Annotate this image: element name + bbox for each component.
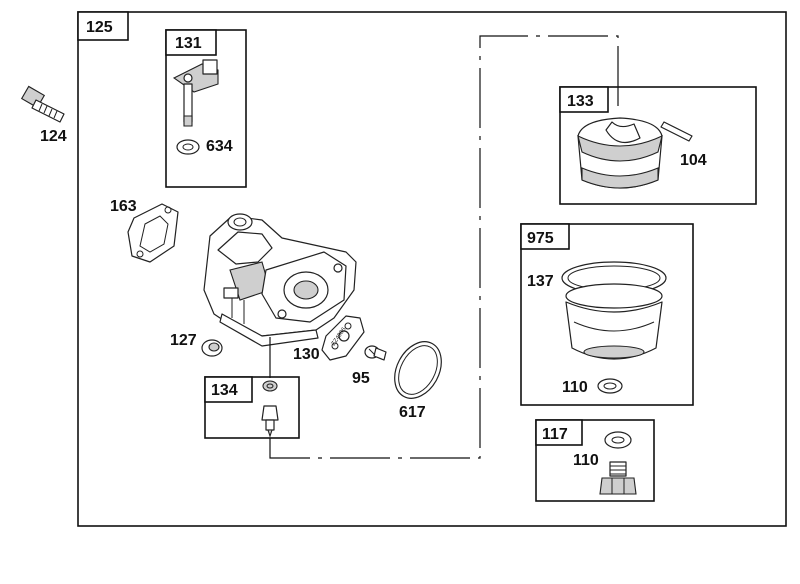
plug-127 bbox=[201, 339, 223, 357]
washer-110-a bbox=[597, 378, 623, 394]
callout-634: 634 bbox=[206, 138, 233, 155]
callout-134: 134 bbox=[211, 382, 238, 399]
bowl-nut-117 bbox=[599, 461, 637, 495]
callout-617: 617 bbox=[399, 404, 426, 421]
callout-124: 124 bbox=[40, 128, 67, 145]
callout-131: 131 bbox=[175, 35, 202, 52]
callout-box-117 bbox=[535, 419, 583, 446]
callout-130: 130 bbox=[293, 346, 320, 363]
assembly-frame-125 bbox=[77, 11, 787, 527]
hinge-pin-104 bbox=[660, 121, 693, 142]
callout-box-134 bbox=[204, 376, 253, 403]
leader-dashed bbox=[269, 35, 619, 459]
callout-163: 163 bbox=[110, 198, 137, 215]
callout-box-125 bbox=[77, 11, 129, 41]
callout-box-975 bbox=[520, 223, 570, 250]
kit-box-975 bbox=[520, 223, 694, 406]
washer-110-b bbox=[604, 431, 632, 449]
float-133 bbox=[577, 117, 663, 189]
callout-104: 104 bbox=[680, 152, 707, 169]
gasket-163 bbox=[127, 203, 179, 263]
callout-117: 117 bbox=[542, 426, 568, 443]
callout-133: 133 bbox=[567, 93, 594, 110]
callout-127: 127 bbox=[170, 332, 197, 349]
kit-box-133 bbox=[559, 86, 757, 205]
float-bowl-137 bbox=[561, 261, 667, 360]
seal-634 bbox=[176, 139, 200, 155]
callout-137: 137 bbox=[527, 273, 554, 290]
kit-box-117 bbox=[535, 419, 655, 502]
callout-110-b: 110 bbox=[573, 452, 599, 469]
callout-95: 95 bbox=[352, 370, 370, 387]
callout-box-131 bbox=[165, 29, 217, 56]
throttle-plate-130: ZZ4906 bbox=[321, 315, 365, 361]
bolt-124 bbox=[20, 85, 65, 123]
callout-975: 975 bbox=[527, 230, 554, 247]
needle-valve-134 bbox=[261, 380, 279, 438]
choke-shaft-131 bbox=[172, 59, 219, 127]
callout-125: 125 bbox=[86, 19, 113, 36]
o-ring-617 bbox=[394, 341, 442, 399]
screw-95 bbox=[364, 345, 387, 361]
callout-110-a: 110 bbox=[562, 379, 588, 396]
carburetor-body bbox=[203, 213, 357, 347]
callout-box-133 bbox=[559, 86, 609, 113]
